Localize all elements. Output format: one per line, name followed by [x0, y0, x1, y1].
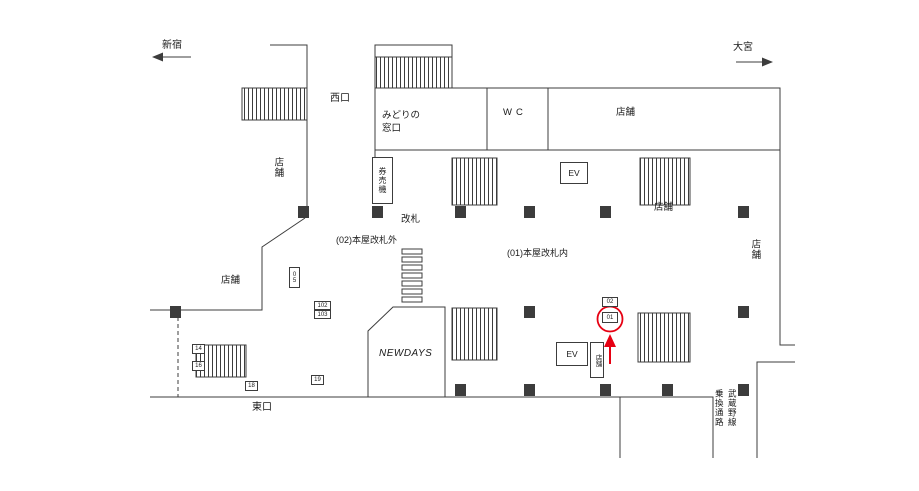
newdays-outline [367, 306, 446, 397]
label-shop-top-right: 店舗 [616, 107, 636, 118]
pillar [298, 206, 309, 218]
label-inside-gate-area: (01)本屋改札内 [507, 248, 569, 258]
pillar [662, 384, 673, 396]
pillar [524, 384, 535, 396]
pillar [738, 206, 749, 218]
stair-lower-center [451, 307, 498, 361]
label-musashino-line: 武蔵野線 [727, 389, 738, 427]
pillar [524, 306, 535, 318]
label-shop-mid-right: 店舗 [654, 202, 674, 213]
label-outside-gate-area: (02)本屋改札外 [336, 235, 398, 245]
wall-bottom [150, 396, 714, 458]
pillars-group [170, 206, 749, 396]
elevator-upper: EV [560, 162, 588, 184]
position-marker-103: 103 [314, 310, 331, 319]
pillar [600, 384, 611, 396]
wall-top-left [270, 44, 308, 88]
arrow-to-omiya-icon [736, 57, 773, 67]
shop-kiosk-small: 店舗 [590, 342, 604, 378]
stair-concourse-left [451, 157, 498, 206]
position-marker-05: 05 [289, 267, 300, 288]
label-west-exit: 西口 [330, 93, 350, 104]
pillar [170, 306, 181, 318]
pillar [738, 384, 749, 396]
ticket-gate-machines [401, 248, 423, 303]
stair-lower-right [637, 312, 691, 363]
position-marker-16: 16 [192, 361, 205, 371]
label-shop-right-vertical: 店舗 [749, 239, 761, 260]
highlight-arrow-head-icon [604, 334, 616, 347]
label-ticket-gate: 改札 [401, 214, 421, 225]
pillar [372, 206, 383, 218]
pillar [455, 384, 466, 396]
label-east-exit: 東口 [252, 402, 272, 413]
direction-shinjuku: 新宿 [162, 40, 182, 51]
stairs-group [195, 56, 691, 378]
wall-top-right [452, 87, 795, 346]
label-elevator-upper: EV [568, 168, 580, 178]
position-marker-01-highlighted: 01 [602, 312, 618, 323]
label-elevator-lower: EV [566, 349, 578, 359]
stair-concourse-right [639, 157, 691, 206]
label-shop-small: 店舗 [594, 353, 601, 367]
pillar [738, 306, 749, 318]
arrow-to-shinjuku-icon [152, 52, 191, 62]
wall-top-stair-landing [374, 44, 453, 57]
position-marker-18: 18 [245, 381, 258, 391]
position-marker-14: 14 [192, 344, 205, 354]
label-shop-left: 店舗 [221, 275, 241, 286]
position-marker-02: 02 [602, 297, 618, 307]
label-midori-no-madoguchi: みどりの 窓口 [382, 110, 421, 134]
wall-left-diagonal [150, 217, 306, 311]
label-ticket-machines: 券売機 [378, 167, 387, 194]
label-shop-left-vertical: 店舗 [272, 157, 284, 178]
label-transfer-passage: 乗換通路 [714, 389, 725, 427]
pillar [455, 206, 466, 218]
wall-right-exit [756, 361, 795, 458]
label-newdays: NEWDAYS [379, 348, 433, 359]
position-marker-19: 19 [311, 375, 324, 385]
position-marker-102: 102 [314, 301, 331, 310]
pillar [600, 206, 611, 218]
pillar [524, 206, 535, 218]
elevator-lower: EV [556, 342, 588, 366]
direction-omiya: 大宮 [733, 42, 753, 53]
ticket-machine-booth: 券売機 [372, 157, 393, 204]
stair-west [241, 87, 308, 121]
label-wc: WC [503, 107, 527, 118]
stair-top-center [374, 56, 453, 89]
